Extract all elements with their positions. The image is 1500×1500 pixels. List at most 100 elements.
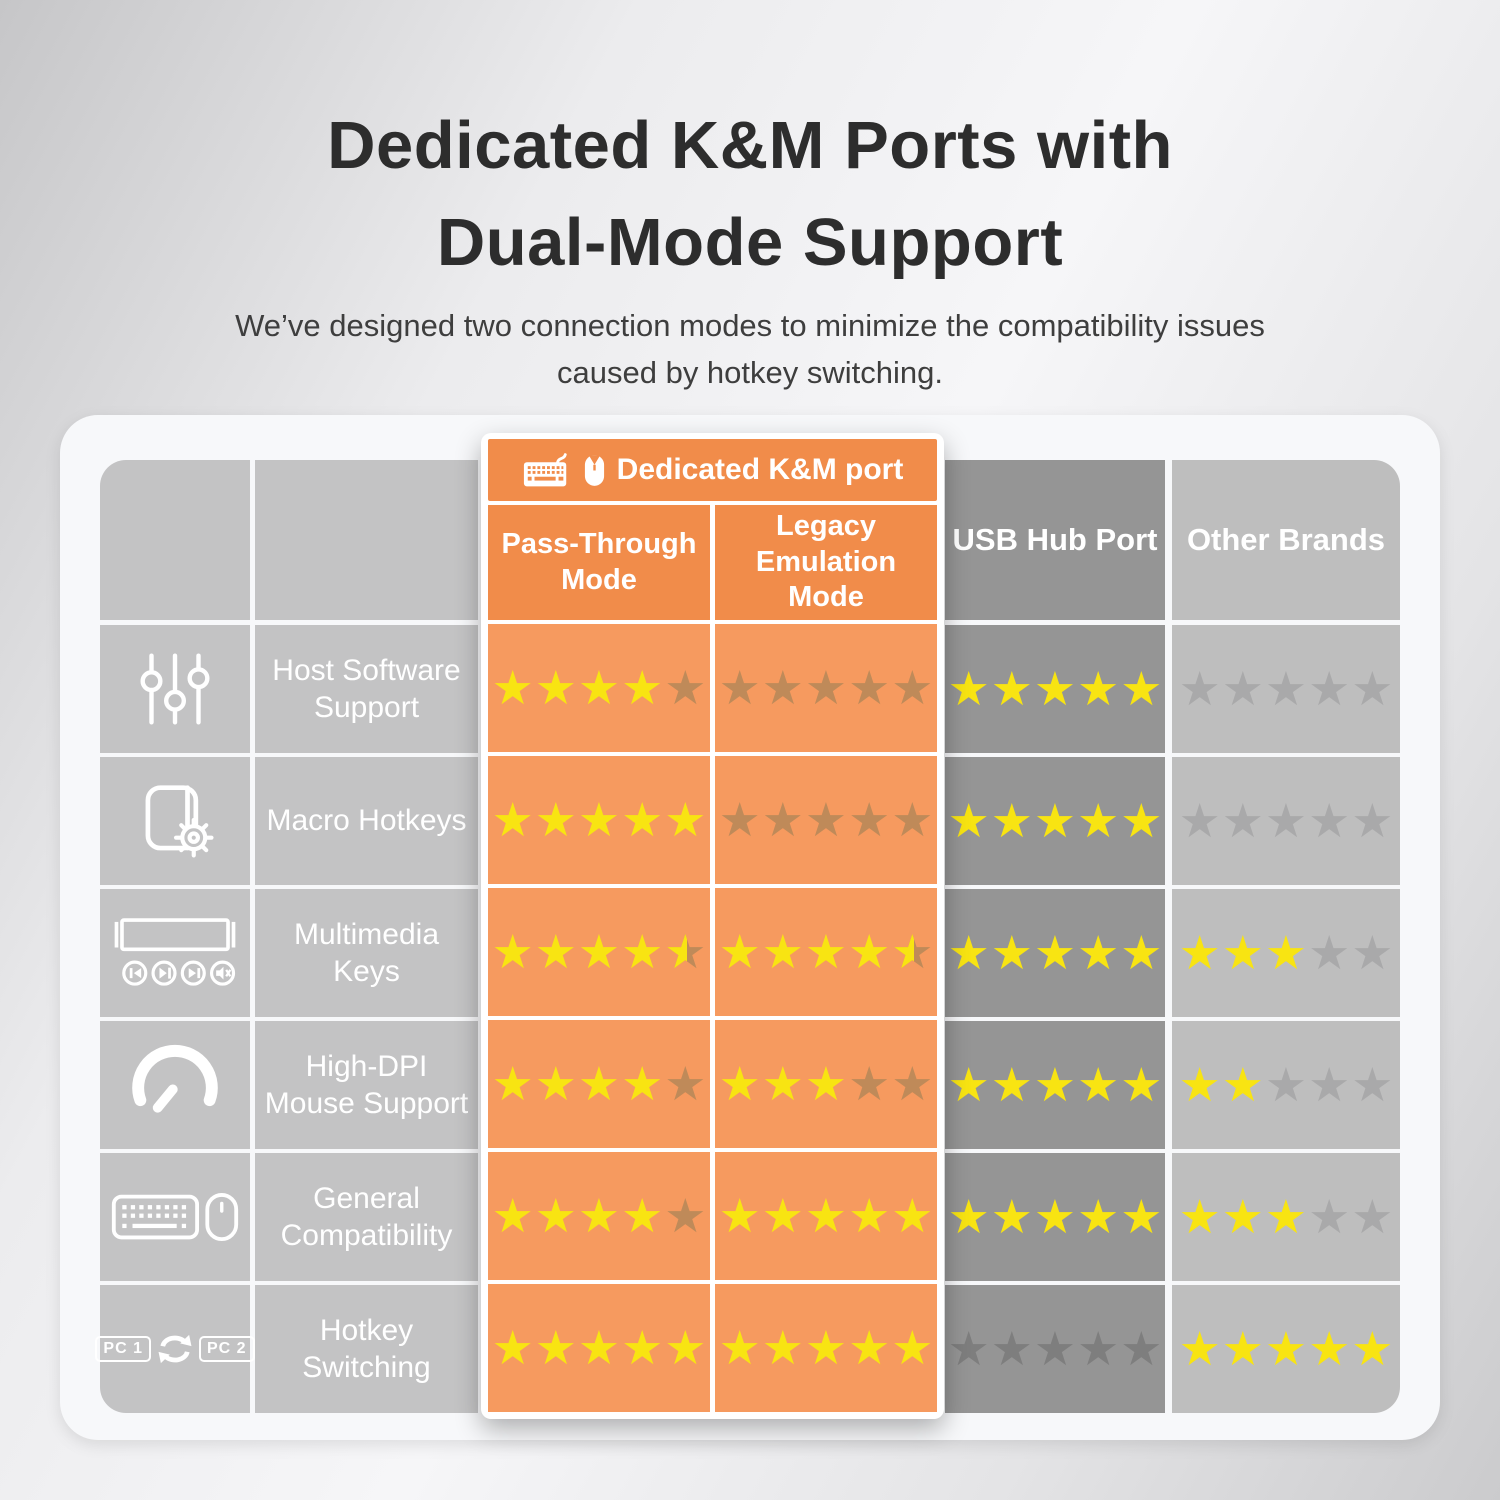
comparison-table: USB Hub Port Other Brands Host Software … (95, 460, 1400, 1417)
feature-icon-cell (100, 1021, 250, 1149)
star-rating: ★★★★★ (719, 1325, 934, 1372)
star-empty: ★ (848, 1056, 891, 1112)
mouse-icon (584, 454, 604, 486)
rating-cell-pass-through: ★★★★★ (488, 756, 710, 884)
star-empty: ★ (947, 1321, 990, 1377)
star-empty: ★ (1308, 793, 1351, 849)
star-filled: ★ (577, 660, 621, 716)
star-filled: ★ (891, 1188, 934, 1244)
star-empty: ★ (891, 792, 934, 848)
star-filled: ★ (1077, 1189, 1120, 1245)
star-filled: ★ (718, 1056, 761, 1112)
star-filled: ★ (990, 661, 1033, 717)
star-filled: ★ (664, 792, 707, 848)
star-rating: ★★★★★ (948, 1062, 1163, 1109)
rating-cell-usb-hub-port: ★★★★★ (945, 625, 1165, 753)
star-rating: ★★★★★ (492, 665, 707, 712)
rating-cell-legacy-emulation: ★★★★★ (715, 756, 937, 884)
star-empty: ★ (1308, 925, 1351, 981)
star-filled: ★ (1077, 661, 1120, 717)
star-filled: ★ (1308, 1321, 1351, 1377)
star-filled: ★ (990, 1057, 1033, 1113)
star-rating: ★★★★★ (1179, 1326, 1394, 1373)
star-rating: ★★★★★ (948, 1194, 1163, 1241)
star-filled: ★ (1077, 925, 1120, 981)
star-filled: ★ (718, 1320, 761, 1376)
feature-row: General Compatibility★★★★★★★★★★ (100, 1153, 1400, 1281)
rating-cell-legacy-emulation: ★★★★★ (715, 1152, 937, 1280)
star-filled: ★ (577, 924, 621, 980)
star-empty: ★ (1351, 1057, 1394, 1113)
feature-label: Macro Hotkeys (266, 804, 467, 838)
banner-label: Dedicated K&M port (616, 453, 904, 486)
star-filled: ★ (534, 660, 577, 716)
star-empty: ★ (1178, 661, 1221, 717)
star-rating: ★★★★★ (1179, 1062, 1394, 1109)
dedicated-km-row: ★★★★★★★★★★ (488, 1284, 937, 1412)
star-filled: ★ (804, 1320, 848, 1376)
rating-cell-pass-through: ★★★★★★ (488, 888, 710, 1016)
star-filled: ★ (891, 1320, 934, 1376)
star-empty: ★ (891, 660, 934, 716)
star-filled: ★ (491, 792, 534, 848)
rating-cell-pass-through: ★★★★★ (488, 1152, 710, 1280)
star-empty: ★ (1308, 1189, 1351, 1245)
keyboard-mouse-icon (111, 1192, 239, 1242)
feature-label-cell: Hotkey Switching (255, 1285, 478, 1413)
feature-icon-cell (100, 1153, 250, 1281)
column-header-other-brands: Other Brands (1172, 460, 1400, 620)
star-empty: ★ (1178, 793, 1221, 849)
star-filled: ★ (1120, 925, 1163, 981)
star-filled: ★ (1033, 661, 1077, 717)
feature-row: Macro Hotkeys★★★★★★★★★★ (100, 757, 1400, 885)
other-brands-label: Other Brands (1186, 522, 1386, 557)
star-rating: ★★★★★ (1179, 798, 1394, 845)
star-filled: ★ (664, 1320, 707, 1376)
star-empty: ★ (848, 792, 891, 848)
feature-icon-cell (100, 625, 250, 753)
table-header-row: USB Hub Port Other Brands (100, 460, 1400, 620)
star-filled: ★ (491, 1188, 534, 1244)
star-empty: ★ (664, 1188, 707, 1244)
star-rating: ★★★★★ (719, 1061, 934, 1108)
star-filled: ★ (1351, 1321, 1394, 1377)
star-filled: ★ (534, 792, 577, 848)
star-empty: ★ (1221, 793, 1264, 849)
feature-label-cell: Host Software Support (255, 625, 478, 753)
star-filled: ★ (804, 924, 848, 980)
star-filled: ★ (990, 925, 1033, 981)
title-line1: Dedicated K&M Ports with (327, 107, 1173, 183)
star-rating: ★★★★★ (1179, 666, 1394, 713)
feature-label: High-DPI Mouse Support (264, 1049, 469, 1121)
rating-cell-other-brands: ★★★★★ (1172, 889, 1400, 1017)
star-empty: ★ (804, 660, 848, 716)
star-filled: ★ (1221, 1057, 1264, 1113)
rating-cell-legacy-emulation: ★★★★★ (715, 1020, 937, 1148)
rating-cell-other-brands: ★★★★★ (1172, 1153, 1400, 1281)
star-empty: ★ (1351, 925, 1394, 981)
star-empty: ★ (718, 792, 761, 848)
keyboard-icon (523, 453, 567, 487)
column-header-pass-through-mode: Pass-Through Mode (488, 505, 710, 620)
star-rating: ★★★★★ (492, 1193, 707, 1240)
feature-label: General Compatibility (280, 1181, 453, 1253)
rating-cell-other-brands: ★★★★★ (1172, 757, 1400, 885)
rating-cell-other-brands: ★★★★★ (1172, 1285, 1400, 1413)
legacy-emulation-mode-label: Legacy Emulation Mode (755, 510, 897, 614)
star-empty: ★ (1351, 793, 1394, 849)
rating-cell-usb-hub-port: ★★★★★ (945, 1153, 1165, 1281)
star-filled: ★ (848, 1188, 891, 1244)
star-filled: ★ (1033, 793, 1077, 849)
star-filled: ★ (534, 924, 577, 980)
star-filled: ★ (1178, 1189, 1221, 1245)
speedometer-icon (132, 1044, 218, 1113)
star-rating: ★★★★★ (719, 797, 934, 844)
rating-cell-usb-hub-port: ★★★★★ (945, 1285, 1165, 1413)
star-rating: ★★★★★ (948, 798, 1163, 845)
star-rating: ★★★★★★ (719, 929, 934, 976)
star-empty: ★ (804, 792, 848, 848)
star-filled: ★ (534, 1188, 577, 1244)
star-filled: ★ (761, 924, 804, 980)
star-rating: ★★★★★ (948, 1326, 1163, 1373)
